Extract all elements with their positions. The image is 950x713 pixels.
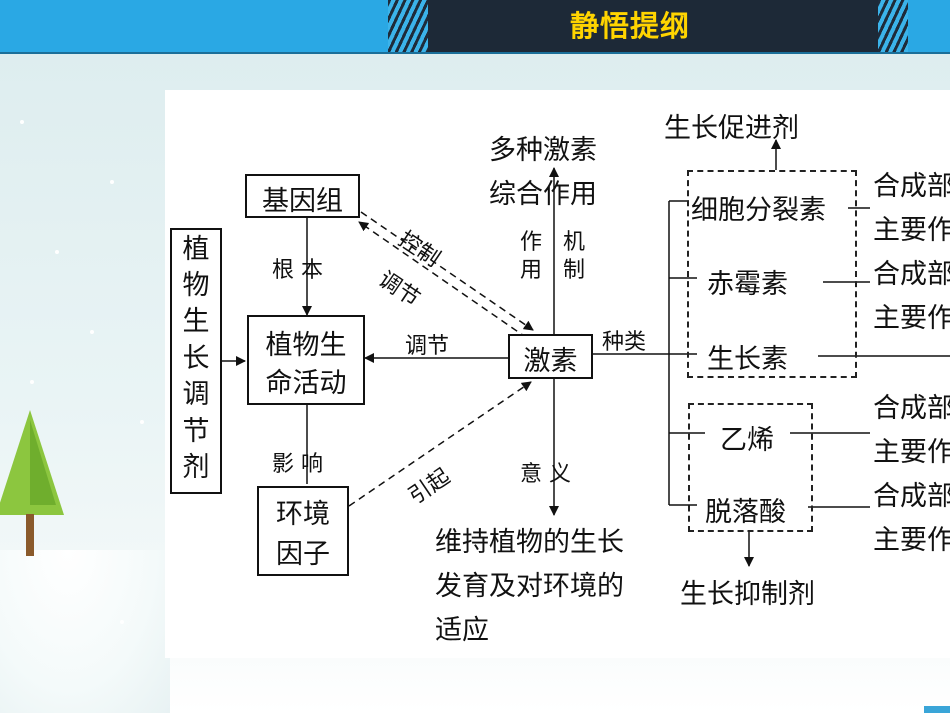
regulator-char: 物 [182, 270, 210, 301]
regulator-char: 植 [182, 234, 210, 265]
label-kinds: 种类 [602, 330, 647, 355]
header-stripes-right [878, 0, 908, 52]
environment-line2: 因子 [276, 539, 330, 570]
hormone-gibberellin: 赤霉素 [707, 269, 788, 300]
life-activity-line2: 命活动 [265, 368, 347, 399]
snowflake [120, 620, 124, 624]
label-mechanism-char: 作 [520, 230, 543, 255]
top-text-line2: 综合作用 [489, 179, 597, 210]
snowflake [140, 420, 144, 424]
label-regulate: 调节 [405, 334, 450, 359]
life-activity-line1: 植物生 [265, 330, 347, 361]
label-mechanism-char: 制 [563, 258, 586, 283]
snowflake [110, 180, 114, 184]
right-text-synthesis: 合成部 [873, 481, 950, 512]
node-genome: 基因组 [245, 174, 360, 218]
label-mechanism-char: 用 [520, 258, 543, 283]
hormone-ethylene: 乙烯 [720, 425, 774, 456]
inhibitor-group-box [688, 403, 813, 532]
regulator-char: 剂 [182, 452, 210, 483]
snowflake [30, 380, 34, 384]
regulator-char: 节 [182, 416, 210, 447]
growth-promoter: 生长促进剂 [664, 113, 799, 144]
snowflake [55, 250, 59, 254]
pine-tree-icon [0, 410, 64, 556]
regulator-char: 调 [182, 379, 210, 410]
right-text-synthesis: 合成部 [873, 393, 950, 424]
right-text-function: 主要作 [873, 215, 950, 246]
snowflake [20, 120, 24, 124]
hormone-cytokinin: 细胞分裂素 [691, 195, 826, 226]
label-meaning: 意 义 [520, 462, 571, 487]
diagram-panel: 植 物 生 长 调 节 剂 基因组 根 本 植物生 命活动 影 响 环境 因子 … [165, 90, 950, 658]
header-left-panel [0, 0, 390, 52]
label-influence: 影 响 [272, 452, 323, 477]
page-title: 静悟提纲 [569, 9, 690, 43]
hormone-aba: 脱落酸 [705, 497, 786, 528]
right-text-function: 主要作 [873, 525, 950, 556]
node-life-activity: 植物生 命活动 [247, 315, 365, 405]
label-mechanism-char: 机 [563, 230, 586, 255]
corner-strip [924, 706, 950, 713]
right-text-synthesis: 合成部 [873, 171, 950, 202]
growth-inhibitor: 生长抑制剂 [680, 579, 815, 610]
bottom-text-line2: 发育及对环境的 [435, 571, 624, 602]
genome-label: 基因组 [262, 186, 343, 217]
top-text-line1: 多种激素 [489, 135, 597, 166]
node-hormone: 激素 [508, 334, 593, 379]
node-environment: 环境 因子 [257, 486, 349, 576]
regulator-char: 生 [182, 306, 210, 337]
hormone-auxin: 生长素 [707, 344, 788, 375]
right-text-function: 主要作 [873, 437, 950, 468]
label-root: 根 本 [272, 258, 323, 283]
bottom-text-line3: 适应 [435, 615, 489, 646]
bottom-text-line1: 维持植物的生长 [435, 527, 624, 558]
header-right-panel [908, 0, 950, 52]
snowflake [90, 330, 94, 334]
hormone-label: 激素 [523, 346, 578, 377]
right-text-function: 主要作 [873, 303, 950, 334]
regulator-char: 长 [182, 343, 210, 374]
snow-ground [0, 550, 170, 713]
header-stripes [388, 0, 428, 52]
right-text-synthesis: 合成部 [873, 259, 950, 290]
environment-line1: 环境 [276, 499, 330, 530]
header-center-panel [428, 0, 878, 52]
header-bar: 静悟提纲 [0, 0, 950, 54]
promoter-group-box [687, 170, 857, 378]
node-growth-regulator: 植 物 生 长 调 节 剂 [170, 228, 222, 494]
